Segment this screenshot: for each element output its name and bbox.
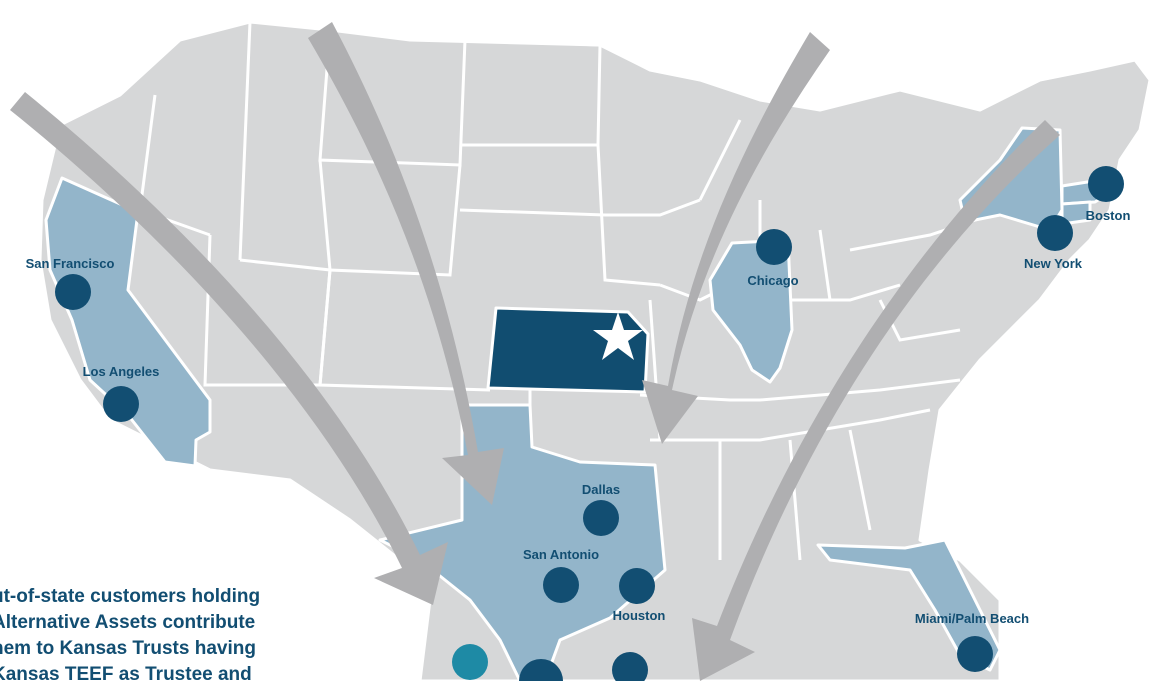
migration-arrows [10,22,1060,681]
label-chicago: Chicago [747,273,798,288]
label-san-francisco: San Francisco [26,256,115,271]
label-dallas: Dallas [582,482,620,497]
dot-new-york[interactable] [1037,215,1073,251]
state-kansas [486,306,650,394]
dot-boston[interactable] [1088,166,1124,202]
caption-line-3: hem to Kansas Trusts having [0,638,256,659]
caption-line-1: ut-of-state customers holding [0,586,261,607]
caption-line-2: Alternative Assets contribute [0,612,256,633]
label-new-york: New York [1024,256,1083,271]
star-icon [593,312,643,360]
dot-san-antonio[interactable] [543,567,579,603]
dot-san-francisco[interactable] [55,274,91,310]
label-san-antonio: San Antonio [523,547,599,562]
dot-accent[interactable] [452,644,488,680]
arrow-north [642,32,830,444]
state-california [44,176,212,468]
label-boston: Boston [1086,208,1131,223]
dot-extra-1[interactable] [519,659,563,681]
arrow-northeast [692,120,1060,681]
dot-miami[interactable] [957,636,993,672]
arrow-northwest [308,22,504,505]
label-los-angeles: Los Angeles [83,364,160,379]
label-miami: Miami/Palm Beach [915,611,1029,626]
dot-extra-2[interactable] [612,652,648,681]
dot-dallas[interactable] [583,500,619,536]
label-houston: Houston [613,608,666,623]
dot-los-angeles[interactable] [103,386,139,422]
caption-text: ut-of-state customers holding Alternativ… [0,584,392,681]
dot-houston[interactable] [619,568,655,604]
arrow-west [10,92,448,605]
state-illinois [708,238,794,384]
caption-line-4: Kansas TEEF as Trustee and [0,664,252,681]
dot-chicago[interactable] [756,229,792,265]
